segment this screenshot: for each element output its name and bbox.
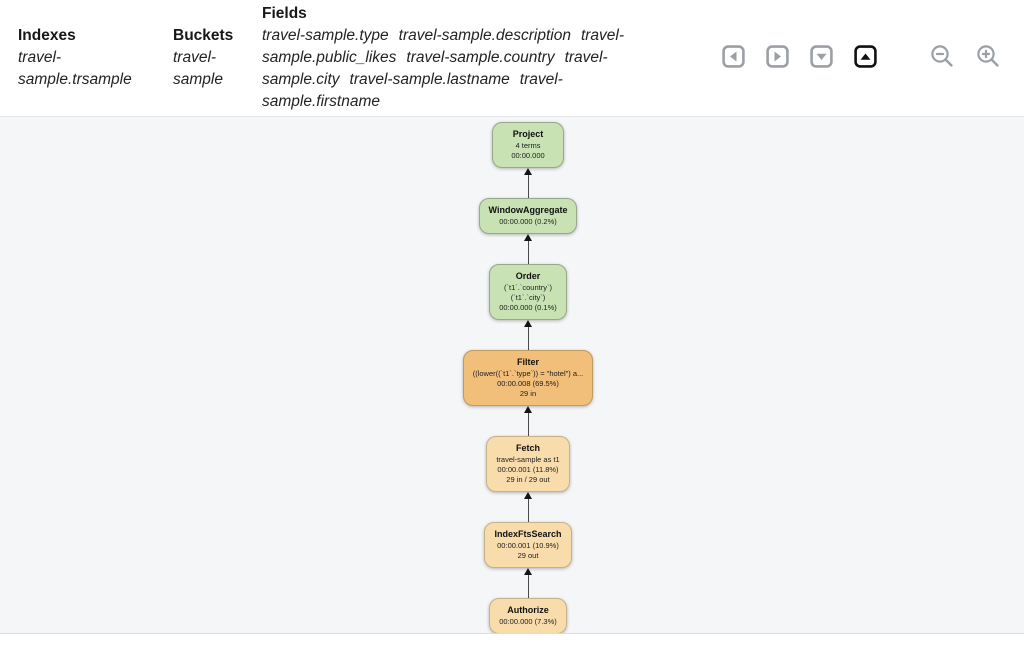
plan-node-authorize[interactable]: Authorize 00:00.000 (7.3%) (489, 598, 567, 633)
node-detail: 00:00.000 (0.1%) (499, 303, 557, 312)
caret-right-square-icon (766, 45, 789, 68)
list-item: travel-sample.trsample (18, 49, 132, 88)
list-item: travel-sample.description (398, 27, 571, 44)
caret-left-square-icon (722, 45, 745, 68)
fields-label: Fields (262, 5, 307, 22)
list-item: travel-sample.type (262, 27, 389, 44)
node-detail: 00:00.001 (11.8%) (497, 465, 559, 474)
arrow-line (527, 499, 529, 522)
pan-up-button[interactable] (854, 45, 877, 68)
list-item: travel-sample.country (406, 49, 555, 66)
arrow-head-icon (524, 492, 532, 499)
list-item: travel-sample.firstname (262, 71, 563, 110)
node-detail: 00:00.001 (10.9%) (497, 541, 559, 550)
zoom-in-icon (977, 45, 999, 67)
fields-list: travel-sample.type travel-sample.descript… (262, 25, 642, 113)
arrow-line (527, 241, 529, 264)
plan-toolbar (722, 44, 1001, 69)
zoom-out-button[interactable] (930, 44, 955, 69)
node-title: Order (515, 271, 541, 281)
node-detail: travel-sample as t1 (496, 455, 560, 464)
node-detail: (`t1`.`city`) (510, 293, 546, 302)
arrow-head-icon (524, 406, 532, 413)
node-detail: 4 terms (515, 141, 541, 150)
buckets-label: Buckets (173, 27, 234, 44)
node-detail: 29 in (519, 389, 537, 398)
node-title: WindowAggregate (488, 205, 568, 215)
arrow-line (527, 575, 529, 598)
node-detail: ((lower((`t1`.`type`)) = "hotel") a... (472, 369, 584, 378)
indexes-list: travel-sample.trsample (18, 47, 146, 91)
arrow-head-icon (524, 168, 532, 175)
list-item: travel-sample.public_likes (262, 27, 625, 66)
indexes-column: Indexes travel-sample.trsample (18, 25, 146, 91)
flow-arrow-up (524, 168, 532, 198)
plan-node-windowaggregate[interactable]: WindowAggregate 00:00.000 (0.2%) (478, 198, 578, 234)
node-detail: 00:00.000 (511, 151, 545, 160)
indexes-label: Indexes (18, 27, 76, 44)
arrow-head-icon (524, 234, 532, 241)
node-detail: 00:00.008 (69.5%) (497, 379, 559, 388)
node-detail: 00:00.000 (0.2%) (499, 217, 557, 226)
list-item: travel-sample.lastname (349, 71, 510, 88)
arrow-head-icon (524, 320, 532, 327)
zoom-in-button[interactable] (976, 44, 1001, 69)
bottom-strip (0, 633, 1024, 647)
buckets-list: travel-sample (173, 47, 253, 91)
flow-arrow-up (524, 406, 532, 436)
arrow-line (527, 327, 529, 350)
node-detail: 29 in / 29 out (506, 475, 550, 484)
fields-column: Fields travel-sample.type travel-sample.d… (262, 3, 642, 113)
plan-node-indexftssearch[interactable]: IndexFtsSearch 00:00.001 (10.9%)29 out (484, 522, 572, 568)
flow-arrow-up (524, 320, 532, 350)
flow-arrow-up (524, 568, 532, 598)
arrow-line (527, 413, 529, 436)
pan-down-button[interactable] (810, 45, 833, 68)
caret-up-square-icon (854, 45, 877, 68)
pan-right-button[interactable] (766, 45, 789, 68)
zoom-out-icon (931, 45, 953, 67)
arrow-head-icon (524, 568, 532, 575)
node-title: Fetch (515, 443, 540, 453)
node-title: Authorize (507, 605, 549, 615)
arrow-line (527, 175, 529, 198)
list-item: travel-sample (173, 49, 223, 88)
node-detail: 00:00.000 (7.3%) (499, 617, 557, 626)
node-title: IndexFtsSearch (494, 529, 562, 539)
plan-summary-header: Indexes travel-sample.trsample Buckets t… (0, 0, 1024, 117)
node-detail: (`t1`.`country`) (504, 283, 552, 292)
list-item: travel-sample.city (262, 49, 608, 88)
plan-node-filter[interactable]: Filter ((lower((`t1`.`type`)) = "hotel") … (462, 350, 594, 406)
node-title: Project (512, 129, 544, 139)
node-detail: 29 out (517, 551, 539, 560)
node-title: Filter (516, 357, 539, 367)
buckets-column: Buckets travel-sample (173, 25, 253, 91)
flow-arrow-up (524, 492, 532, 522)
pan-left-button[interactable] (722, 45, 745, 68)
caret-down-square-icon (810, 45, 833, 68)
plan-node-order[interactable]: Order (`t1`.`country`)(`t1`.`city`)00:00.… (489, 264, 567, 320)
flow-arrow-up (524, 234, 532, 264)
